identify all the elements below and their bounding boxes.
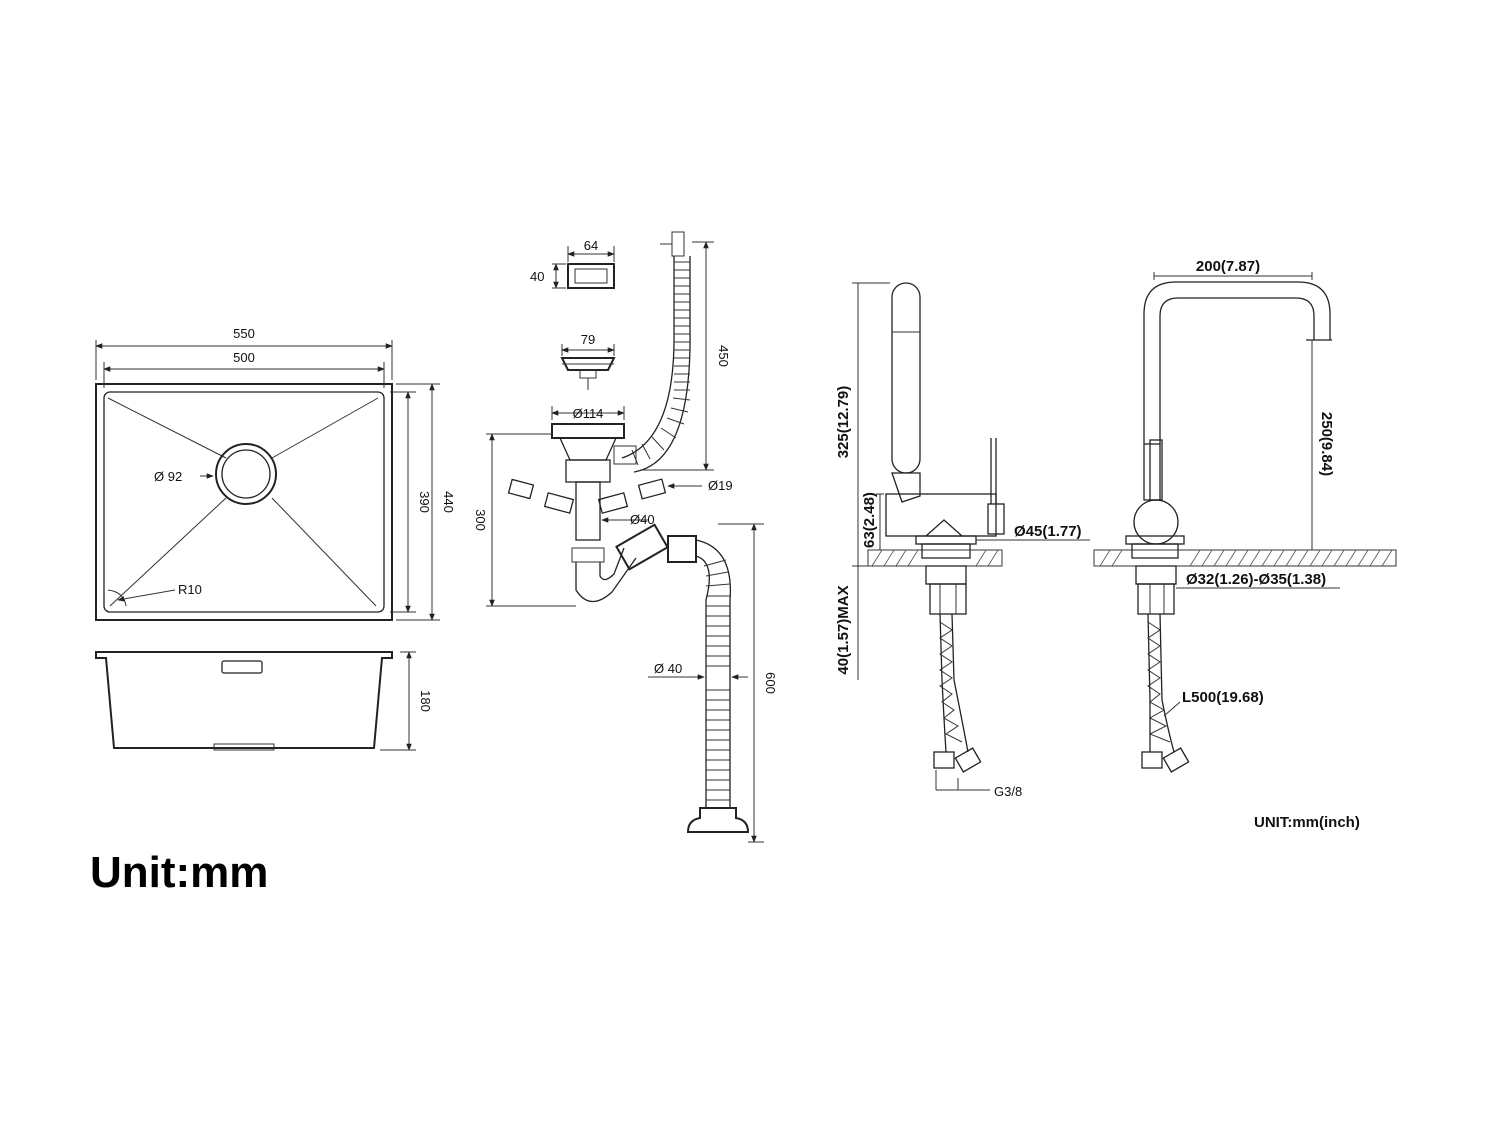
sink-drain-outer [215, 443, 277, 505]
hose-length-label: 450 [716, 345, 731, 367]
hose-total-length-label: 600 [763, 672, 778, 694]
faucet-front-dimensions: 200(7.87) 250(9.84) Ø32(1.26)-Ø35(1.38) … [1153, 258, 1340, 717]
faucet-base-height-label: 63(2.48) [861, 492, 878, 548]
sink-depth-label: 180 [418, 690, 433, 712]
outlet-hose-ribs [703, 559, 731, 801]
faucet-unit-label: UNIT:mm(inch) [1254, 814, 1360, 831]
pipe-diameter-label: Ø40 [630, 512, 655, 527]
sink-corner-radius-label: R10 [178, 582, 202, 597]
sink-top-view [95, 383, 393, 621]
basket-diameter-label: 79 [581, 332, 595, 347]
faucet-hose-length-label: L500(19.68) [1182, 689, 1264, 706]
sink-drain-inner [221, 449, 271, 499]
overflow-pipe-diameter-label: Ø19 [708, 478, 733, 493]
overflow-connector [671, 231, 685, 257]
hole-diameter-label: Ø32(1.26)-Ø35(1.38) [1186, 571, 1326, 588]
drain-flange [551, 423, 625, 439]
drain-height-label: 300 [473, 509, 488, 531]
sink-dimensions: 550 500 Ø 92 R10 390 440 [95, 326, 456, 621]
faucet-side-dimensions: 325(12.79) 63(2.48) Ø45(1.77) 40(1.57)MA… [835, 282, 1090, 680]
sink-inner-length-label: 390 [417, 491, 432, 513]
thread-label: G3/8 [994, 784, 1022, 799]
braided-hose-pattern-left [939, 621, 963, 743]
faucet-base-diameter-label: Ø45(1.77) [1014, 523, 1082, 540]
flange-diameter-label: Ø114 [573, 406, 604, 421]
deck-thickness-label: 40(1.57)MAX [835, 585, 852, 674]
sink-outer-length-label: 440 [441, 491, 456, 513]
overflow-cover [567, 263, 615, 289]
sink-side-view: 180 [95, 651, 433, 751]
faucet-total-height-label: 325(12.79) [835, 386, 852, 459]
sink-drain-diameter-label: Ø 92 [154, 469, 182, 484]
hose-end-cap [686, 807, 750, 833]
main-unit-label: Unit:mm [90, 848, 269, 897]
basket-strainer [560, 357, 616, 371]
faucet-side-view: G3/8 [867, 282, 1022, 799]
overflow-height-label: 40 [530, 269, 544, 284]
faucet-front-view [1093, 281, 1397, 773]
drain-kit: 64 40 79 [473, 231, 778, 843]
braided-hose-pattern-right [1147, 621, 1171, 743]
sink-outer-width-label: 550 [233, 326, 255, 341]
faucet-reach-label: 200(7.87) [1196, 258, 1260, 275]
spout-height-label: 250(9.84) [1318, 412, 1335, 476]
trap-elbow [615, 523, 669, 571]
overflow-width-label: 64 [584, 238, 598, 253]
overflow-hose-ribs [631, 261, 691, 466]
sink-inner-width-label: 500 [233, 350, 255, 365]
hose-diameter-label: Ø 40 [654, 661, 682, 676]
